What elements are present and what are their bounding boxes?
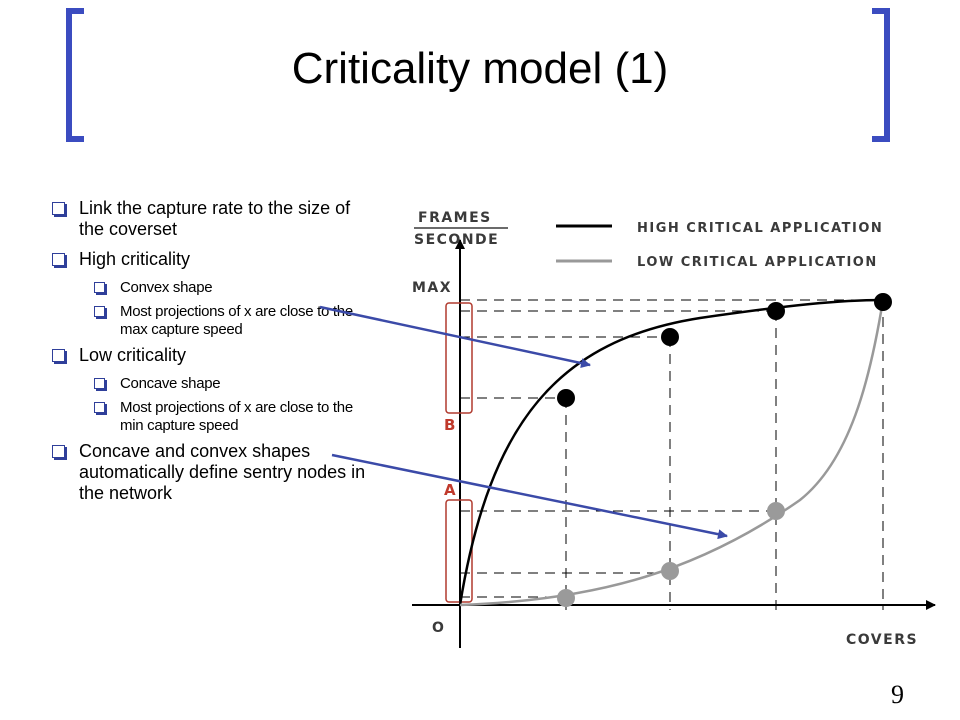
bullet-text: Most projections of x are close to the m… xyxy=(120,399,353,434)
legend-low-label: LOW CRITICAL APPLICATION xyxy=(637,255,878,270)
slide-title: Criticality model (1) xyxy=(291,44,669,93)
left-bracket-decoration xyxy=(66,8,84,142)
checkbox-bullet-icon xyxy=(94,306,105,317)
checkbox-bullet-icon xyxy=(94,282,105,293)
arrow-to-low-curve xyxy=(331,453,728,540)
checkbox-bullet-icon xyxy=(94,378,105,389)
sub-bullet-convex: Convex shape xyxy=(44,279,374,297)
bullet-text: Link the capture rate to the size of the… xyxy=(79,198,351,239)
arrow-to-high-curve xyxy=(319,305,591,368)
page-number: 9 xyxy=(891,680,904,709)
y-axis-label-top: FRAMES xyxy=(418,210,492,226)
legend-high-label: HIGH CRITICAL APPLICATION xyxy=(637,221,883,236)
y-axis-label-bottom: SECONDE xyxy=(414,232,499,248)
bullet-text: Low criticality xyxy=(79,345,187,365)
bullet-list: Link the capture rate to the size of the… xyxy=(44,198,374,513)
high-critical-points xyxy=(557,293,892,407)
bullet-text: Most projections of x are close to the m… xyxy=(120,303,353,338)
checkbox-bullet-icon xyxy=(52,202,65,215)
max-label: MAX xyxy=(412,280,452,296)
bullet-sentry-nodes: Concave and convex shapes automatically … xyxy=(44,441,374,504)
right-bracket-decoration xyxy=(872,8,890,142)
checkbox-bullet-icon xyxy=(52,349,65,362)
x-axis-label: COVERS xyxy=(846,632,918,648)
checkbox-bullet-icon xyxy=(52,445,65,458)
bullet-text: Concave shape xyxy=(120,375,221,392)
checkbox-bullet-icon xyxy=(52,253,65,266)
bullet-text: High criticality xyxy=(79,249,191,269)
sub-bullet-min-speed: Most projections of x are close to the m… xyxy=(44,399,374,435)
interval-a-label: A xyxy=(444,481,456,499)
bullet-high-criticality: High criticality xyxy=(44,249,374,270)
high-critical-curve xyxy=(458,298,884,606)
interval-a-box xyxy=(445,499,473,603)
sub-bullet-max-speed: Most projections of x are close to the m… xyxy=(44,303,374,339)
interval-b-box xyxy=(445,302,473,414)
interval-b-label: B xyxy=(444,416,455,434)
origin-label: O xyxy=(432,620,445,636)
checkbox-bullet-icon xyxy=(94,402,105,413)
bullet-text: Concave and convex shapes automatically … xyxy=(79,441,366,503)
bullet-text: Convex shape xyxy=(120,279,213,296)
sub-bullet-concave: Concave shape xyxy=(44,375,374,393)
low-critical-points xyxy=(557,502,785,607)
bullet-low-criticality: Low criticality xyxy=(44,345,374,366)
bullet-capture-rate: Link the capture rate to the size of the… xyxy=(44,198,374,240)
